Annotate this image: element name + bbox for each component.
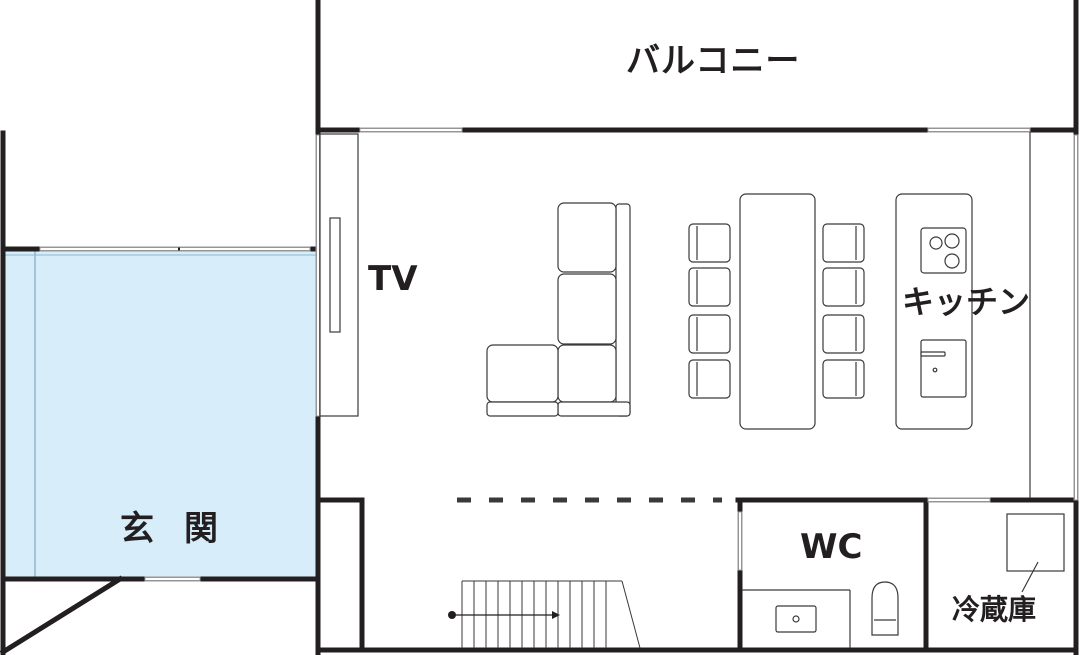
tv-board [319,133,359,417]
stair-arrow [448,611,560,619]
windows [40,128,1078,581]
wc-label: WC [800,527,863,567]
kitchen-counter [895,193,973,430]
entrance-area [5,251,316,577]
fridge [1006,513,1065,593]
entrance-label: 玄関 [120,509,248,549]
balcony-label: バルコニー [626,41,801,81]
dining-chairs [688,223,865,399]
dining-table [739,193,816,430]
fridge-label: 冷蔵庫 [952,593,1037,626]
wc-fixtures [742,581,899,648]
tv-label: TV [368,259,418,299]
kitchen-label: キッチン [902,283,1031,321]
sofa [486,202,631,417]
